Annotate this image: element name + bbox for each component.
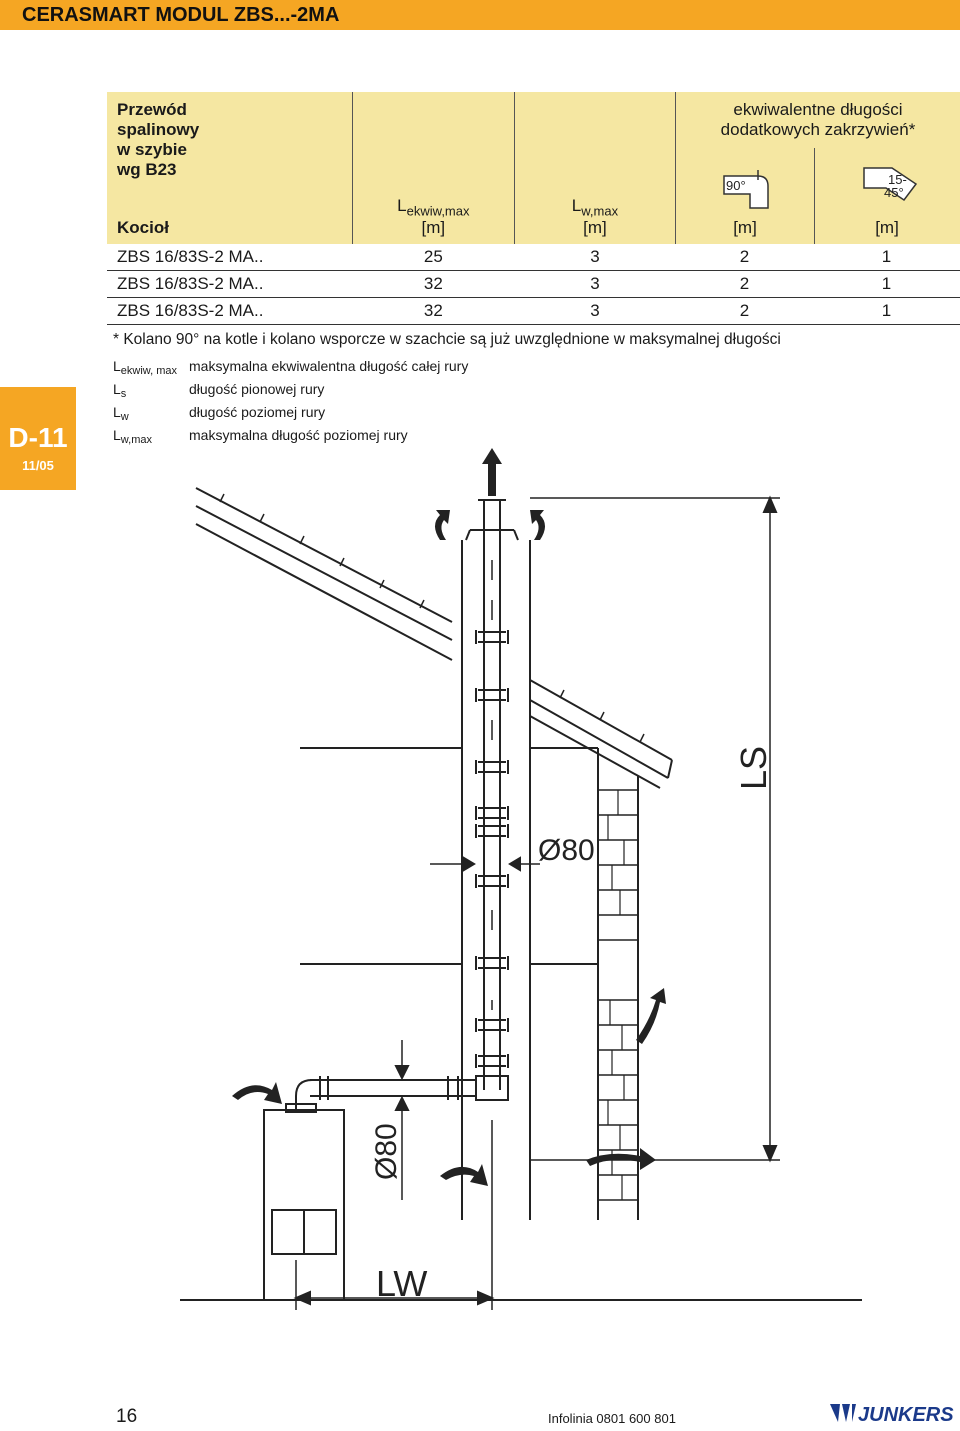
vent-arrow-lower	[586, 1148, 656, 1170]
legend-text: długość poziomej rury	[189, 403, 325, 426]
lekw-main: L	[397, 196, 406, 215]
exhaust-up-arrow	[482, 448, 502, 496]
lekw-unit: [m]	[353, 218, 514, 238]
legend-text: długość pionowej rury	[189, 380, 324, 403]
elbows-title-2: dodatkowych zakrzywień*	[676, 120, 960, 140]
header-col-lw: Lw,max [m]	[514, 92, 675, 244]
page-title: CERASMART MODUL ZBS...-2MA	[22, 4, 339, 27]
legend-sub: ekwiw, max	[121, 365, 177, 377]
cell-k90: 2	[676, 274, 814, 294]
header-col-boiler: Przewód spalinowy w szybie wg B23 Kocioł	[107, 92, 352, 244]
legend-item: Lekwiw, max maksymalna ekwiwalentna długo…	[113, 357, 468, 380]
legend-text: maksymalna ekwiwalentna długość całej ru…	[189, 357, 468, 380]
elbows-title-1: ekwiwalentne długości	[676, 100, 960, 120]
lw-sub: w,max	[581, 203, 618, 218]
cell-model: ZBS 16/83S-2 MA..	[107, 244, 352, 271]
cell-lekw: 32	[352, 298, 514, 325]
elbow-90-label: 90°	[726, 178, 746, 193]
elbow-90-unit: [m]	[676, 218, 814, 238]
legend-key: L	[113, 404, 121, 420]
legend-item: Ls długość pionowej rury	[113, 380, 468, 403]
cell-lw: 3	[514, 298, 675, 325]
junkers-logo: JUNKERS	[828, 1400, 958, 1431]
legend-item: Lw długość poziomej rury	[113, 403, 468, 426]
elbow-45-label-b: 45°	[884, 185, 904, 200]
cell-k90: 2	[676, 301, 814, 321]
roof-right	[530, 680, 672, 788]
legend-sub: s	[121, 388, 127, 400]
header-line: spalinowy	[117, 120, 352, 140]
table-footnote: * Kolano 90° na kotle i kolano wsporcze …	[113, 331, 781, 349]
cell-model: ZBS 16/83S-2 MA..	[107, 298, 352, 325]
page-number: 16	[116, 1406, 137, 1428]
legend-sub: w	[121, 411, 129, 423]
diameter-label-horizontal: Ø80	[370, 1123, 403, 1180]
header-col-lekw: Lekwiw,max [m]	[352, 92, 514, 244]
air-in-arrow-left	[435, 510, 450, 540]
cell-lw: 3	[514, 244, 675, 271]
header-line: w szybie	[117, 140, 352, 160]
symbol-legend: Lekwiw, max maksymalna ekwiwalentna długo…	[113, 357, 468, 449]
lw-label: LW	[376, 1263, 427, 1304]
elbow-45-unit: [m]	[814, 218, 960, 238]
cell-k45: 1	[814, 301, 960, 321]
cell-lw: 3	[514, 271, 675, 298]
header-line: wg B23	[117, 160, 352, 180]
lekw-sub: ekwiw,max	[407, 203, 470, 218]
table-header: Przewód spalinowy w szybie wg B23 Kocioł…	[107, 92, 960, 244]
hotline: Infolinia 0801 600 801	[548, 1411, 676, 1426]
brick-wall	[598, 748, 638, 1220]
header-line: Przewód	[117, 100, 352, 120]
roof-left	[196, 488, 452, 660]
elbow-45-icon: 15- 45°	[856, 162, 926, 212]
cell-model: ZBS 16/83S-2 MA..	[107, 271, 352, 298]
vent-arrow-upper	[636, 988, 666, 1044]
junkers-logo-icon: JUNKERS	[828, 1400, 958, 1426]
room-air-arrow	[232, 1082, 282, 1104]
boiler	[264, 1104, 344, 1300]
header-kociol: Kocioł	[117, 218, 169, 238]
header-col-elbows: ekwiwalentne długości dodatkowych zakrzy…	[676, 92, 960, 244]
diameter-label-vertical: Ø80	[538, 834, 595, 867]
lw-main: L	[572, 196, 581, 215]
cell-lekw: 25	[352, 244, 514, 271]
lw-unit: [m]	[515, 218, 675, 238]
flue-pipe	[466, 500, 518, 1090]
legend-key: L	[113, 381, 121, 397]
spec-table: Przewód spalinowy w szybie wg B23 Kocioł…	[107, 92, 960, 325]
cell-k45: 1	[814, 274, 960, 294]
brand-name: JUNKERS	[858, 1404, 954, 1426]
cell-k90: 2	[676, 247, 814, 267]
ls-dimension	[530, 498, 780, 1160]
shaft-air-arrow	[440, 1164, 488, 1186]
legend-key: L	[113, 358, 121, 374]
cell-lekw: 32	[352, 271, 514, 298]
title-bar: CERASMART MODUL ZBS...-2MA	[0, 0, 960, 30]
ls-label: LS	[733, 746, 774, 790]
elbow-90-icon: 90°	[720, 162, 776, 212]
cell-k45: 1	[814, 247, 960, 267]
air-in-arrow-right	[530, 510, 545, 540]
installation-diagram: Ø80 Ø80 LS LW	[0, 440, 960, 1400]
